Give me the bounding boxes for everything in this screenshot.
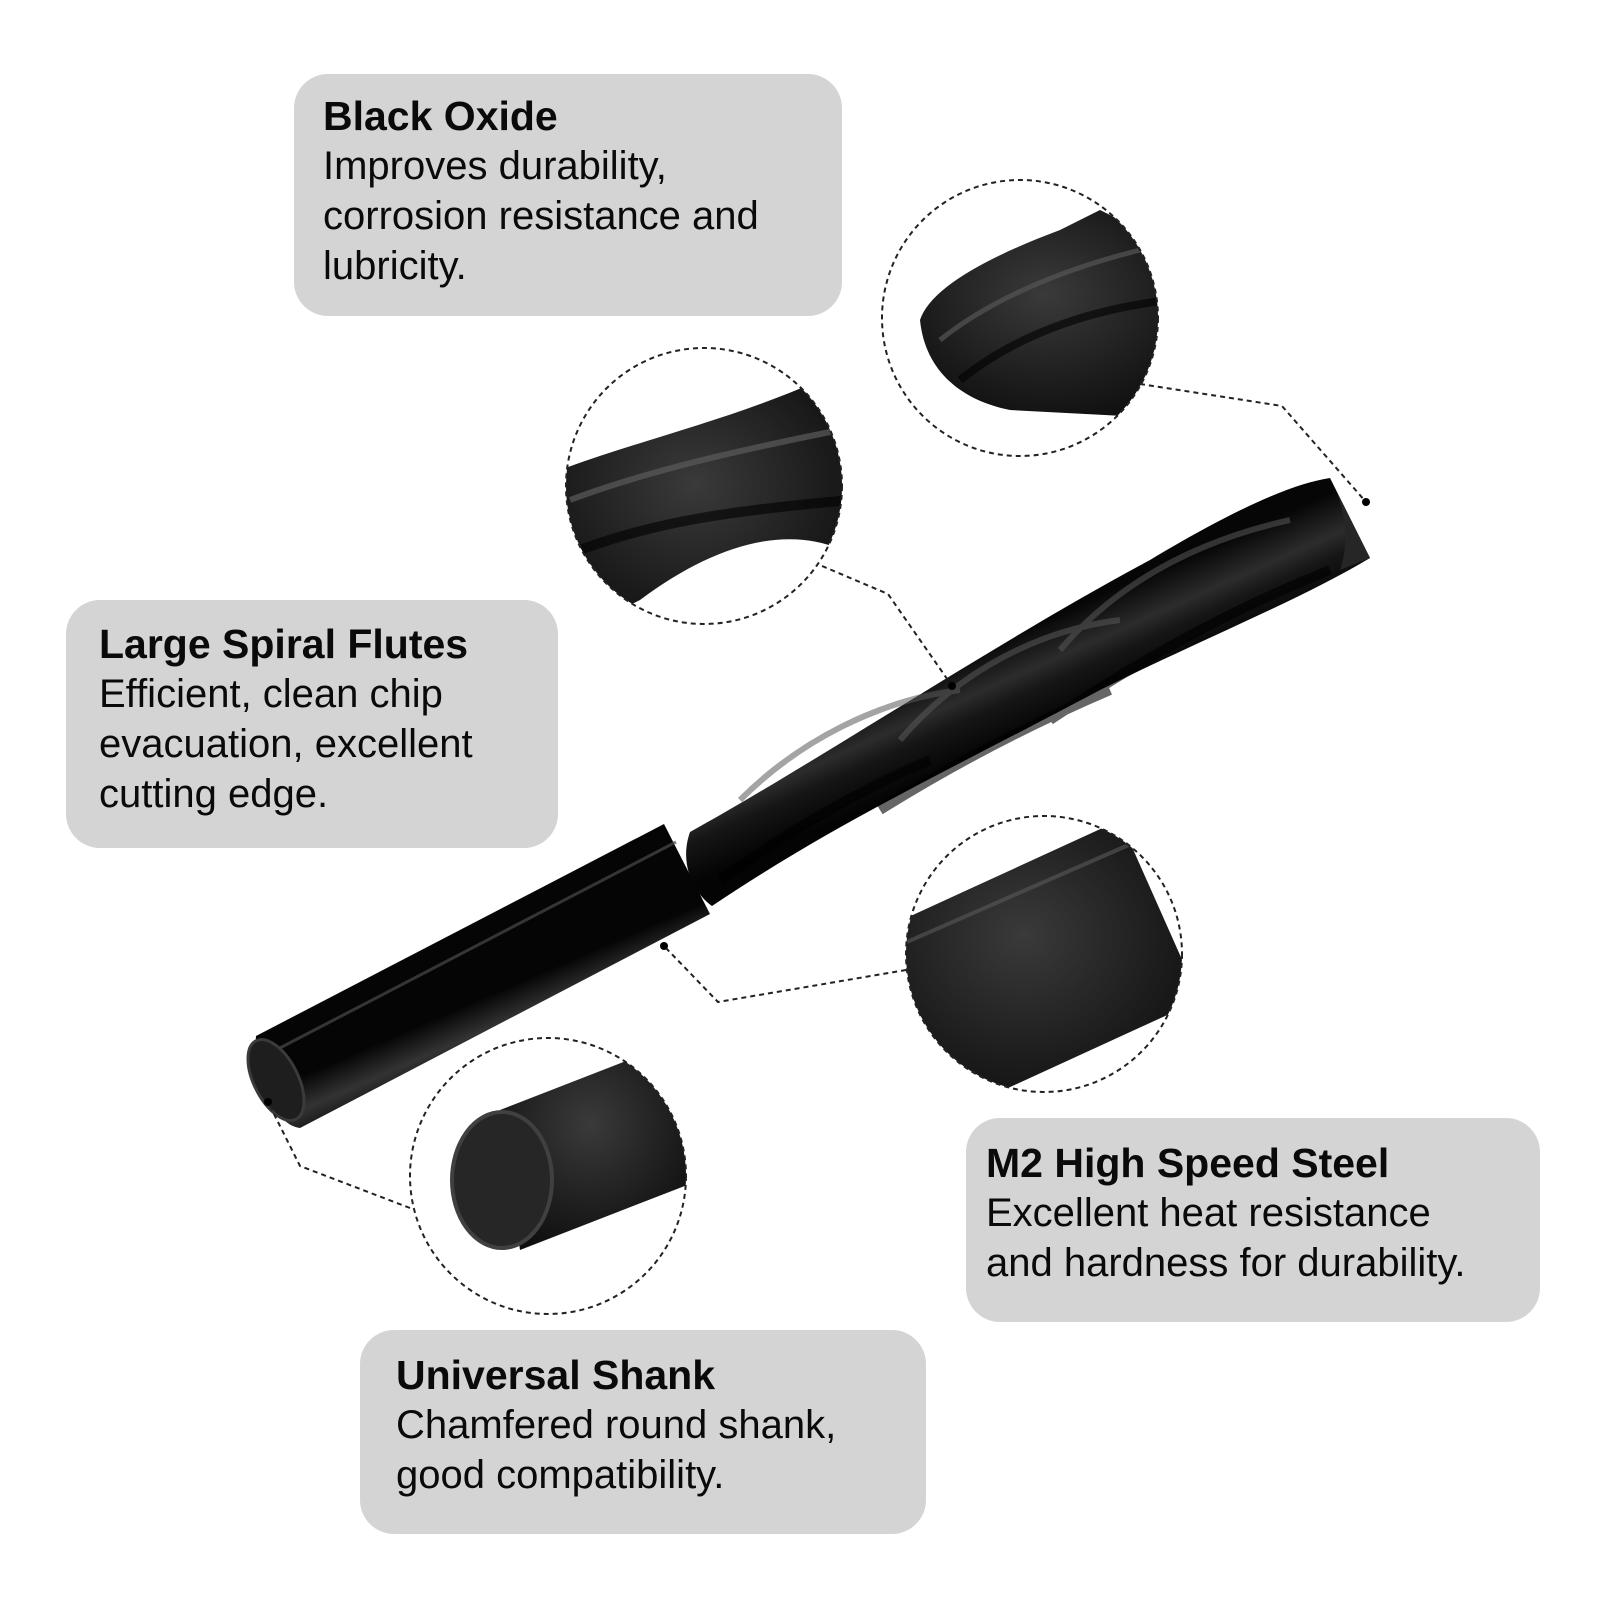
high-speed-steel-line-1: Excellent heat resistance (986, 1191, 1431, 1235)
high-speed-steel-line-2: and hardness for durability. (986, 1241, 1466, 1285)
black-oxide-title: Black Oxide (323, 93, 558, 139)
callout-lines (267, 383, 1367, 1209)
drill-bit (246, 478, 1370, 1128)
universal-shank-card: Universal Shank Chamfered round shank, g… (360, 1330, 926, 1534)
drill-shank (255, 824, 710, 1128)
black-oxide-description: Improves durability, corrosion resistanc… (323, 141, 842, 291)
universal-shank-line-1: Chamfered round shank, (396, 1403, 837, 1447)
callout-anchor-dots (264, 498, 1370, 1106)
shank-surface-detail (905, 815, 1183, 1093)
shank-end-detail (409, 1037, 687, 1315)
callout-line-end (267, 1101, 411, 1209)
high-speed-steel-title: M2 High Speed Steel (986, 1140, 1390, 1186)
spiral-flutes-description: Efficient, clean chip evacuation, excell… (99, 669, 558, 819)
high-speed-steel-description: Excellent heat resistance and hardness f… (986, 1188, 1540, 1288)
drill-shank-end (246, 1038, 306, 1122)
spiral-flutes-line-3: cutting edge. (99, 772, 329, 816)
black-oxide-line-2: corrosion resistance and (323, 194, 759, 238)
black-oxide-card: Black Oxide Improves durability, corrosi… (294, 74, 842, 316)
callout-line-flute (821, 565, 953, 687)
spiral-flute-detail (565, 347, 843, 625)
spiral-flutes-card: Large Spiral Flutes Efficient, clean chi… (66, 600, 558, 848)
spiral-flutes-line-1: Efficient, clean chip (99, 672, 443, 716)
spiral-flutes-title: Large Spiral Flutes (99, 621, 469, 667)
black-oxide-line-1: Improves durability, (323, 144, 667, 188)
spiral-flutes-line-2: evacuation, excellent (99, 722, 473, 766)
drill-tip-detail (881, 179, 1159, 457)
high-speed-steel-card: M2 High Speed Steel Excellent heat resis… (966, 1118, 1540, 1322)
universal-shank-description: Chamfered round shank, good compatibilit… (396, 1400, 926, 1500)
callout-line-shank (663, 945, 907, 1004)
callout-line-tip (1139, 383, 1367, 503)
black-oxide-line-3: lubricity. (323, 244, 467, 288)
universal-shank-line-2: good compatibility. (396, 1453, 725, 1497)
universal-shank-title: Universal Shank (396, 1352, 716, 1398)
